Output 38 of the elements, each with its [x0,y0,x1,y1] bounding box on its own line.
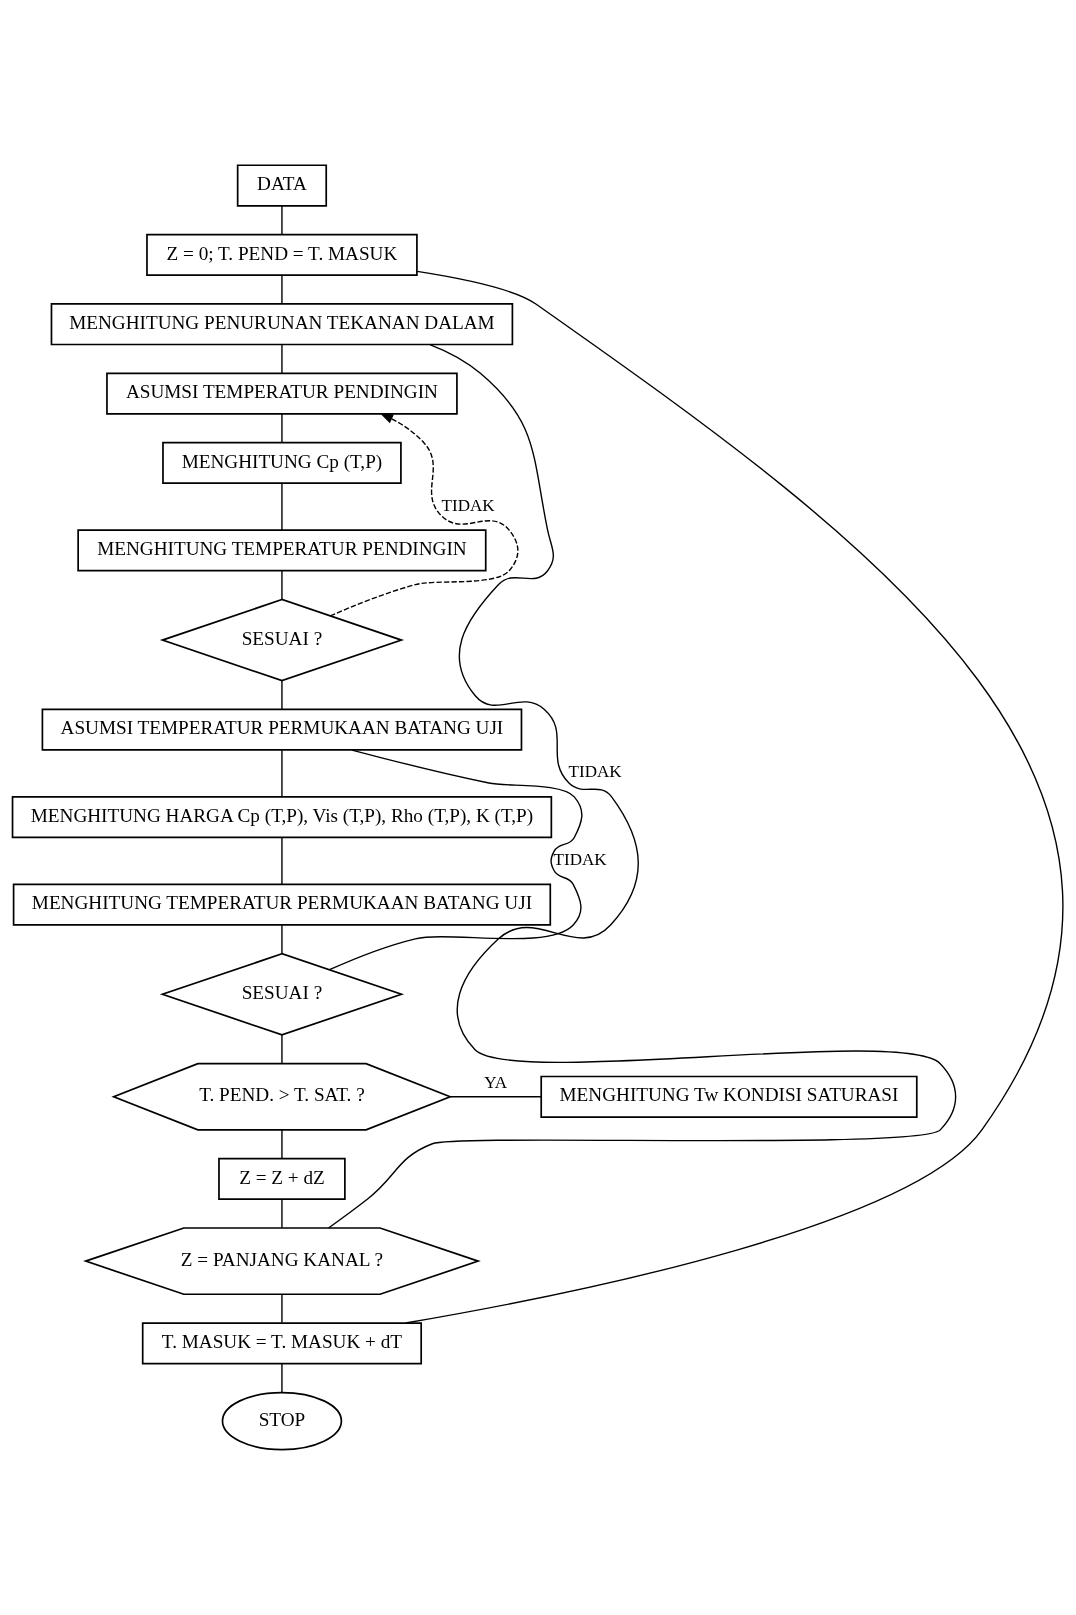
node-box: MENGHITUNG Cp (T,P) [162,441,402,485]
node-box: MENGHITUNG PENURUNAN TEKANAN DALAM [50,303,514,346]
connector [281,1198,283,1229]
node-box: T. MASUK = T. MASUK + dT [141,1322,423,1365]
connector [328,749,583,971]
connector [281,413,283,443]
connector [404,270,1064,1324]
connector [281,570,283,600]
connector [281,205,283,235]
node-box: DATA [236,164,328,207]
node-box: ASUMSI TEMPERATUR PENDINGIN [106,372,458,415]
node-box: Z = 0; T. PEND = T. MASUK [146,233,418,277]
connector [281,344,283,374]
connector [281,274,283,305]
arrow [329,413,519,617]
connector [281,1129,283,1159]
connector [449,1096,542,1098]
node-box: MENGHITUNG Tw KONDISI SATURASI [540,1075,918,1118]
node-diamond: SESUAI ? [159,952,405,1036]
node-ellipse: STOP [221,1391,343,1451]
connector [281,1293,283,1324]
node-box: MENGHITUNG TEMPERATUR PENDINGIN [77,529,487,572]
edge-label: TIDAK [568,762,622,782]
node-box: MENGHITUNG TEMPERATUR PERMUKAAN BATANG UJI [12,883,552,926]
connector [281,1363,283,1393]
edge-label: TIDAK [553,849,607,869]
node-box: ASUMSI TEMPERATUR PERMUKAAN BATANG UJI [41,708,523,751]
node-box: MENGHITUNG HARGA Cp (T,P), Vis (T,P), Rho (T,P), K (T,P) [11,796,553,839]
connector [281,482,283,531]
node-diamond: SESUAI ? [159,598,405,682]
connector [281,1034,283,1065]
edge-label: TIDAK [441,495,495,515]
connector [281,749,283,798]
edge-label: YA [484,1073,508,1093]
node-box: Z = Z + dZ [218,1157,346,1201]
connector [281,680,283,711]
connector [281,836,283,885]
connector [281,924,283,955]
